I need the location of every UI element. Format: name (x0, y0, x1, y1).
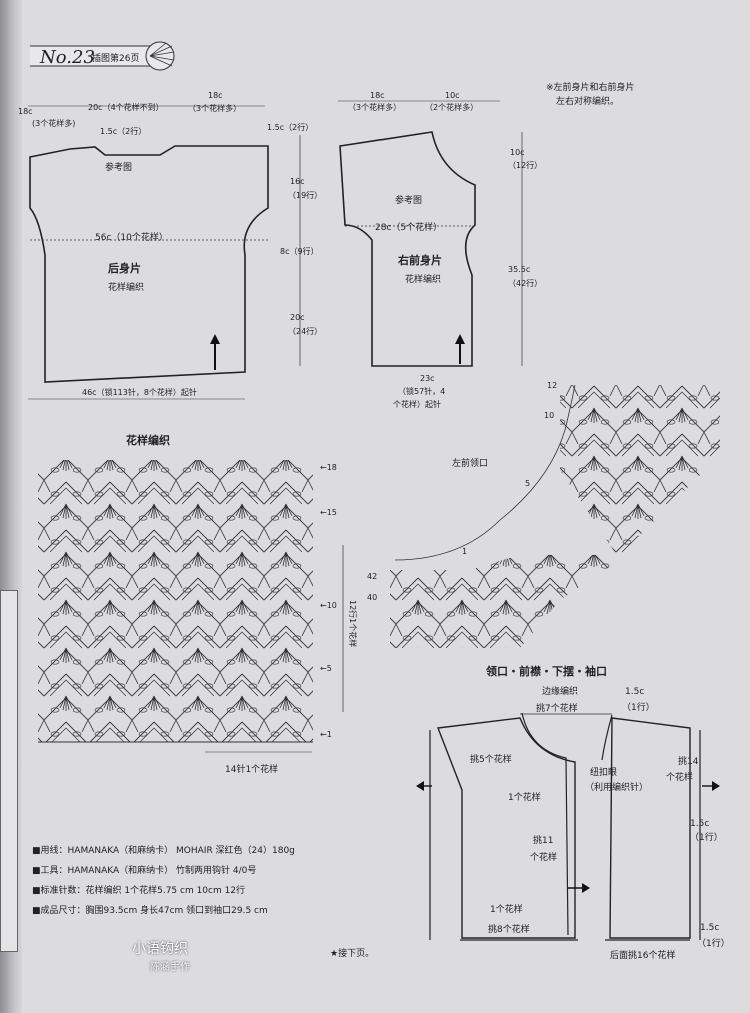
edging-depth-rows: （1行） (622, 701, 655, 713)
buttonhole-note: （利用编织针） (585, 781, 648, 793)
sleeve-edging-depth: 1.5c (690, 819, 709, 829)
back-width-label: 56c（10个花样） (95, 231, 168, 243)
edging-depth: 1.5c (625, 687, 644, 697)
sleeve-pickup-unit: 个花样 (666, 771, 693, 783)
back-reference-label: 参考图 (105, 161, 132, 173)
sleeve-edging-rows: （1行） (690, 831, 723, 843)
front-shoulder-pattern: （3个花样多） (348, 102, 401, 112)
materials-line: ■用线：HAMANAKA（和麻纳卡） MOHAIR 深红色（24）180g (32, 846, 295, 856)
hem-edging-depth: 1.5c (700, 923, 719, 933)
row-marker-5: ←5 (320, 664, 332, 673)
back-body-diagram: 参考图 56c（10个花样） 后身片 花样编织 46c（锁113针，8个花样）起… (18, 91, 269, 400)
back-cast-on-label: 46c（锁113针，8个花样）起针 (82, 387, 197, 397)
neck-row-42: 42 (367, 572, 377, 581)
edging-subtitle: 边缘编织 (542, 685, 578, 697)
pattern-number-badge: No.23 插图第26页 (30, 41, 175, 71)
right-front-diagram: 参考图 28c（5个花样） 右前身片 花样编织 23c （锁57针，4 个花样）… (338, 81, 635, 409)
symmetry-note-line2: 左右对称编织。 (556, 95, 619, 107)
left-neck-title: 左前领口 (452, 457, 488, 469)
pattern-number: No.23 (39, 47, 95, 68)
back-right-shoulder-width: 18c (208, 91, 223, 100)
buttonhole-label: 纽扣眼 (590, 766, 617, 778)
back-neck-width: 20c（4个花样不到） (88, 102, 164, 112)
back-shoulder-width: 18c (18, 107, 33, 116)
front-stitch-label: 花样编织 (405, 273, 441, 285)
front-neck-width: 10c (445, 91, 460, 100)
watermark-signature: 小语钩织 (132, 941, 188, 957)
neck-row-10: 10 (544, 411, 554, 420)
armhole-measurements: 1.5c（2行） 16c （19行） 8c（9行） 20c （24行） (267, 122, 322, 366)
edging-diagram: 领口・前襟・下摆・袖口 边缘编织 挑7个花样 1.5c （1行） 挑5个花样 纽… (416, 664, 730, 961)
left-front-neck-chart: 左前领口 12 10 5 1 42 40 (367, 381, 720, 648)
chart-row-repeat: 12行1个花样 (348, 600, 358, 647)
front-cast-on-pattern: 个花样）起针 (393, 399, 441, 409)
row-marker-10: ←10 (320, 601, 337, 610)
edging-one-pattern-1: 1个花样 (508, 791, 541, 803)
front-neck-rows: （12行） (508, 160, 542, 170)
back-neck-depth: 1.5c（2行） (100, 126, 146, 136)
front-cast-on-stitches: （锁57针，4 (398, 386, 445, 396)
shoulder-drop: 1.5c（2行） (267, 122, 313, 132)
watermark-subtitle: 陈涵手作 (150, 962, 190, 973)
front-neck-depth: 10c (510, 148, 525, 157)
neck-row-5: 5 (525, 479, 530, 488)
front-shoulder-width: 18c (370, 91, 385, 100)
edging-title: 领口・前襟・下摆・袖口 (485, 664, 607, 678)
armhole-depth: 16c (290, 177, 305, 186)
front-width-label: 28c（5个花样） (375, 221, 442, 233)
illustration-reference: 插图第26页 (92, 52, 139, 64)
neck-row-12: 12 (547, 381, 557, 390)
continued-note: ★接下页。 (330, 947, 374, 959)
chart-stitch-repeat: 14针1个花样 (225, 763, 278, 775)
stitch-pattern-title: 花样编织 (126, 433, 170, 447)
lower-body-rows: （24行） (288, 326, 322, 336)
edging-one-pattern-2: 1个花样 (490, 903, 523, 915)
edging-neck-side: 挑5个花样 (470, 753, 512, 765)
back-stitch-label: 花样编织 (108, 281, 144, 293)
neck-row-40: 40 (367, 593, 377, 602)
front-cast-on-width: 23c (420, 374, 435, 383)
lower-body-length: 20c (290, 313, 305, 322)
edging-front-pickup-unit: 个花样 (530, 851, 557, 863)
neck-row-1: 1 (462, 547, 467, 556)
edging-hem-pickup: 挑8个花样 (488, 923, 530, 935)
front-length-rows: （42行） (508, 278, 542, 288)
back-hem-pickup: 后面挑16个花样 (610, 949, 675, 961)
front-reference-label: 参考图 (395, 194, 422, 206)
hem-edging-rows: （1行） (697, 937, 730, 949)
back-right-shoulder-pattern: （3个花样多） (188, 103, 241, 113)
underarm-shaping: 8c（9行） (280, 246, 319, 256)
row-marker-18: ←18 (320, 463, 337, 472)
edging-neck-pickup: 挑7个花样 (536, 702, 578, 714)
front-piece-title: 右前身片 (397, 253, 442, 267)
sleeve-pickup: 挑14 (678, 755, 699, 767)
front-length: 35.5c (508, 265, 530, 274)
back-piece-title: 后身片 (108, 261, 141, 275)
armhole-rows: （19行） (288, 190, 322, 200)
adjacent-page-strip (0, 590, 18, 952)
edging-front-pickup: 挑11 (533, 834, 553, 846)
symmetry-note-line1: ※左前身片和右前身片 (546, 81, 635, 93)
gauge-line: ■标准针数：花样编织 1个花样5.75 cm 10cm 12行 (32, 886, 246, 896)
row-marker-1: ←1 (320, 730, 332, 739)
size-line: ■成品尺寸：胸围93.5cm 身长47cm 领口到袖口29.5 cm (32, 906, 268, 916)
front-neck-pattern: （2个花样多） (425, 102, 478, 112)
tools-line: ■工具：HAMANAKA（和麻纳卡） 竹制两用钩针 4/0号 (32, 866, 257, 876)
stitch-pattern-chart: 花样编织 ←18 ←15 ←10 ←5 ←1 12行1个花样 14针1个花样 (38, 433, 358, 775)
back-shoulder-pattern: (3个花样多) (32, 118, 75, 128)
row-marker-15: ←15 (320, 508, 337, 517)
